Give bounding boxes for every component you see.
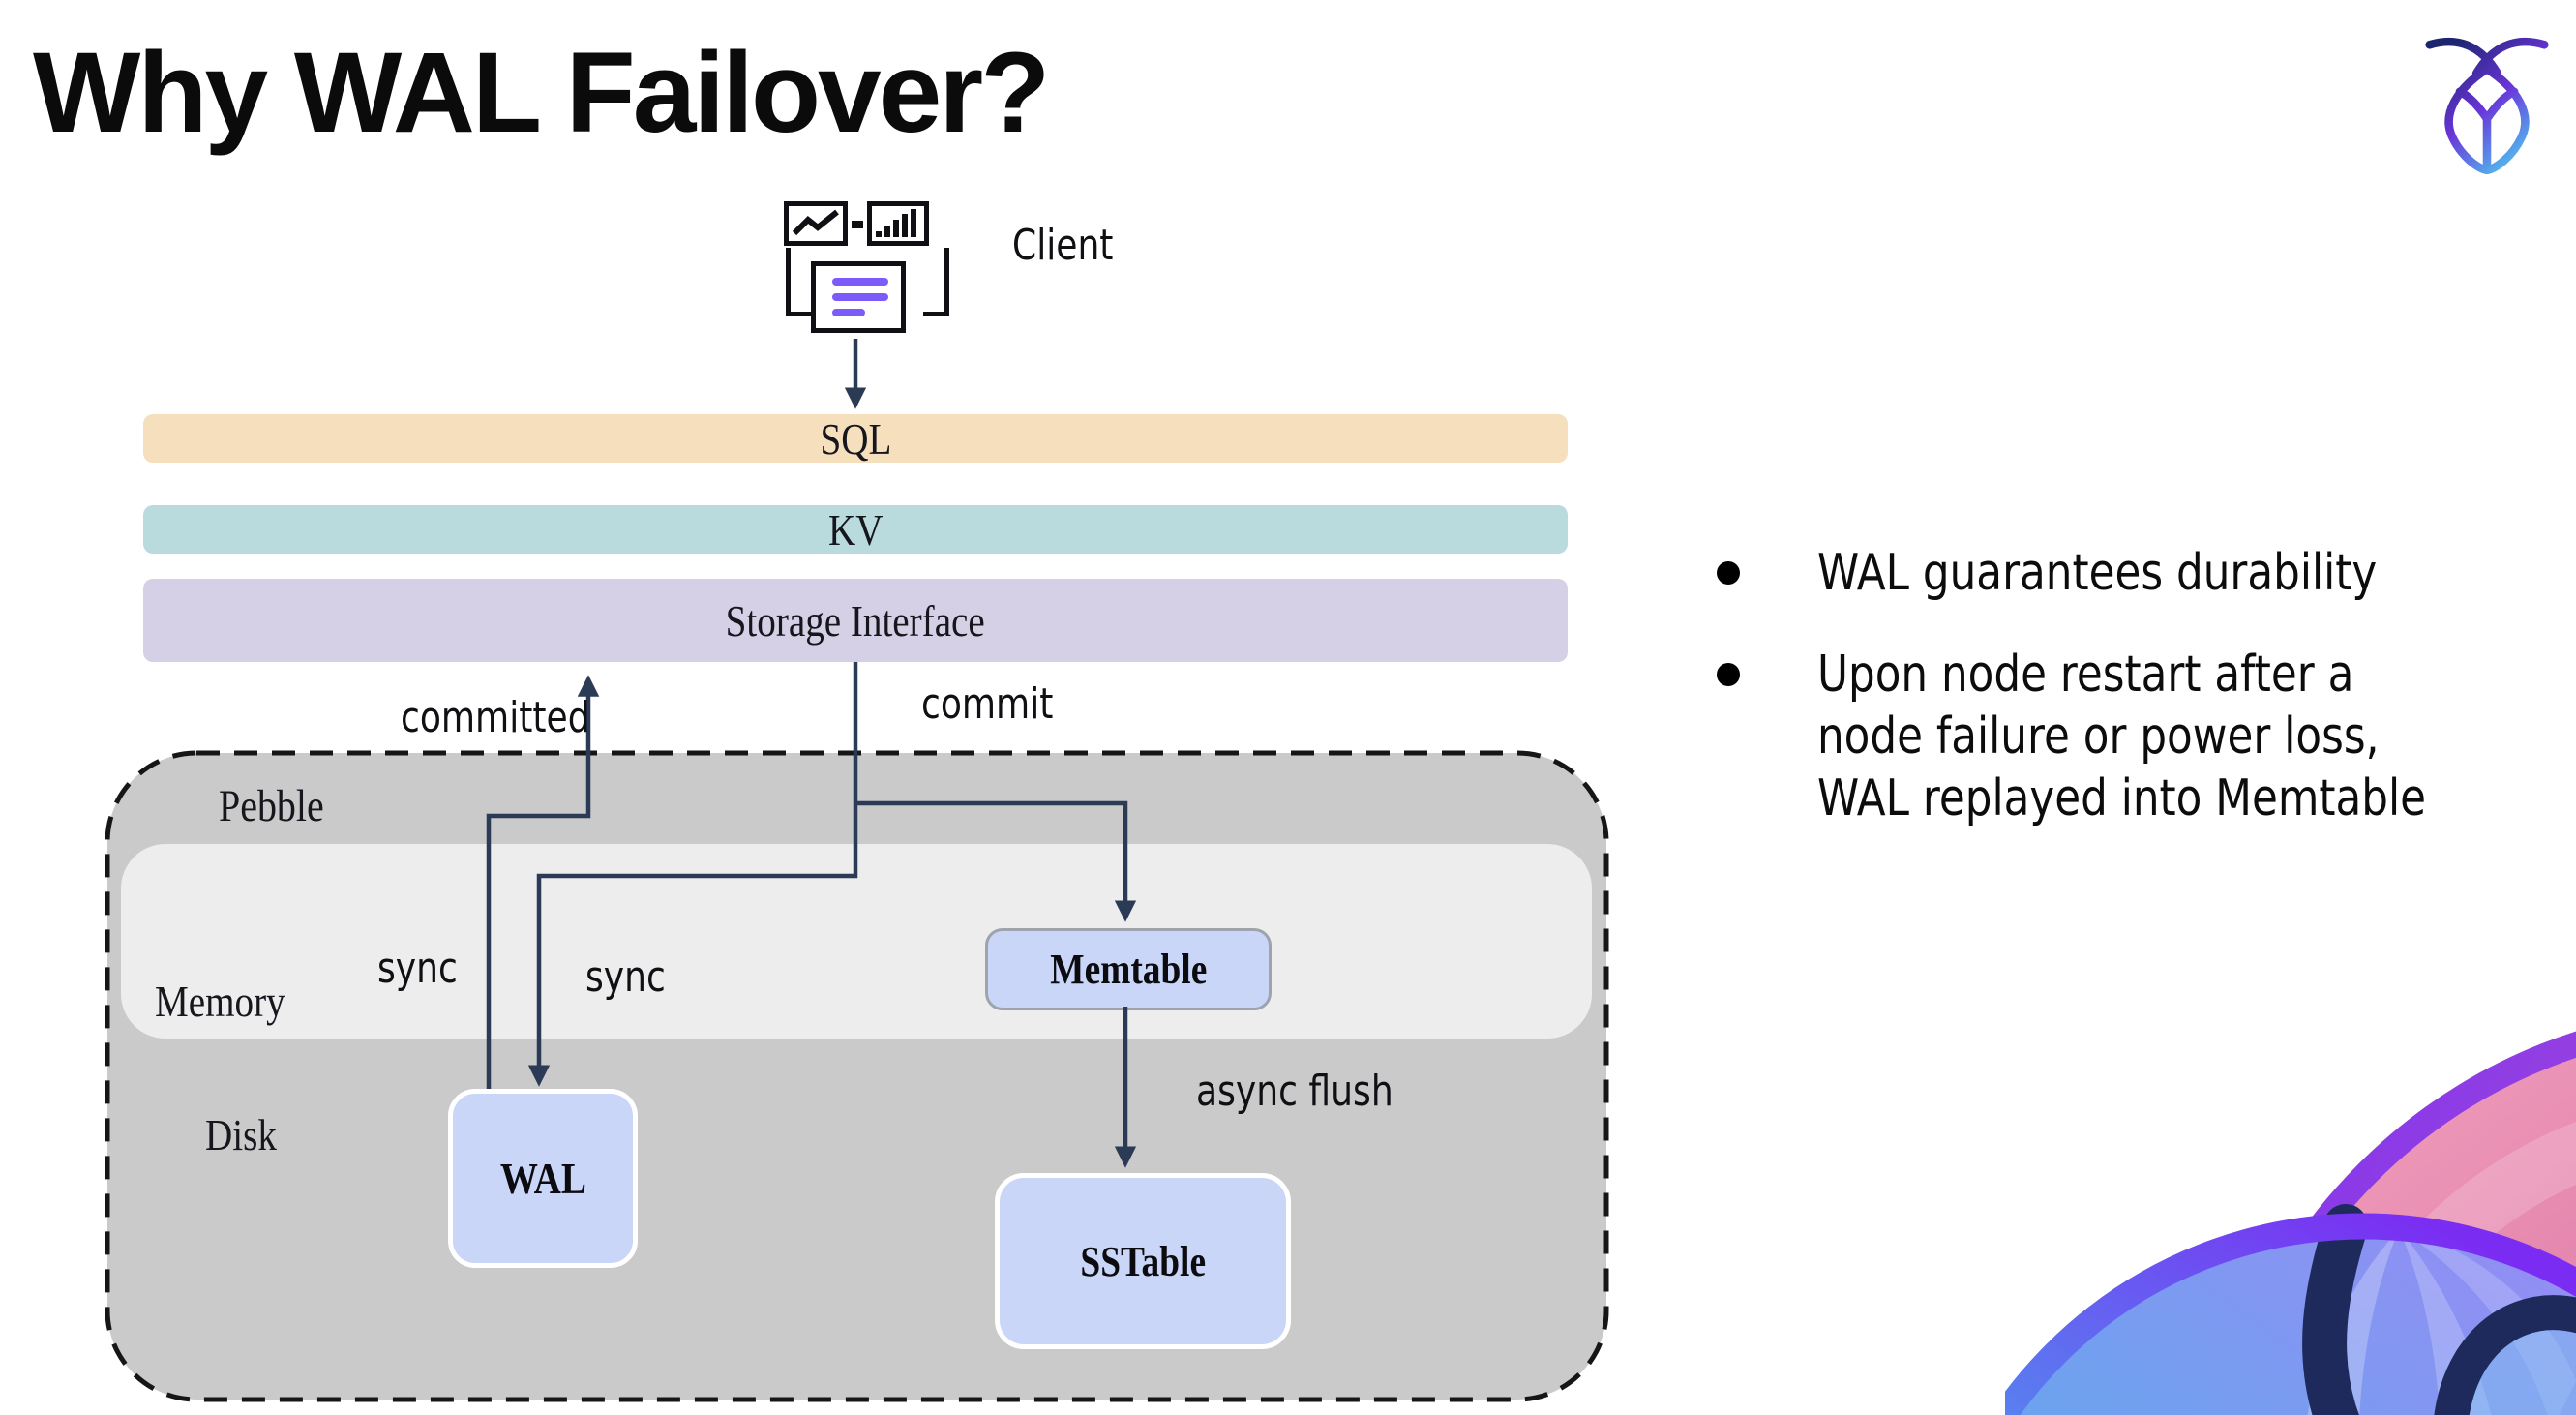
line-chart-icon bbox=[784, 201, 848, 246]
memtable-node-label: Memtable bbox=[1049, 946, 1208, 993]
cockroachdb-logo-icon bbox=[2425, 37, 2549, 175]
pink-inner-arc bbox=[2304, 1121, 2576, 1415]
memory-label: Memory bbox=[155, 977, 285, 1026]
wal-node-label: WAL bbox=[499, 1154, 586, 1203]
document-screen-icon bbox=[811, 261, 906, 333]
bullet-text: WAL guarantees durability bbox=[1817, 544, 2378, 602]
left-bracket-icon bbox=[786, 248, 812, 316]
brand-art-shapes bbox=[2005, 1031, 2576, 1415]
pink-ring bbox=[2216, 1031, 2576, 1415]
pink-circle bbox=[2230, 1044, 2576, 1415]
page-title: Why WAL Failover? bbox=[33, 29, 1050, 157]
memtable-node: Memtable bbox=[985, 928, 1272, 1010]
leaf-shape bbox=[2307, 1229, 2399, 1415]
commit-to-memtable-arrow bbox=[855, 800, 1137, 922]
bullet-item: WAL guarantees durability bbox=[1717, 542, 2572, 604]
committed-edge-label: committed bbox=[401, 693, 590, 742]
layer-kv-label: KV bbox=[827, 504, 884, 555]
committed-arrow bbox=[486, 675, 600, 1089]
dark-oval-shape bbox=[2432, 1295, 2576, 1415]
sync-right-edge-label: sync bbox=[585, 952, 666, 1002]
leaf-shape bbox=[2399, 1229, 2576, 1415]
bar-chart-icon bbox=[867, 201, 929, 246]
brand-art bbox=[2005, 1031, 2576, 1415]
doc-line bbox=[832, 278, 888, 286]
sstable-node-label: SSTable bbox=[1080, 1237, 1206, 1285]
bullet-item: Upon node restart after a node failure o… bbox=[1717, 644, 2572, 829]
layer-storage-interface-label: Storage Interface bbox=[725, 595, 986, 646]
right-bracket-icon bbox=[923, 248, 949, 316]
memory-band bbox=[121, 844, 1592, 1039]
blue-ring bbox=[2005, 1213, 2576, 1415]
dash-connector bbox=[852, 221, 863, 228]
bullet-text: Upon node restart after a node failure o… bbox=[1817, 646, 2427, 828]
sstable-node: SSTable bbox=[995, 1173, 1291, 1349]
client-label: Client bbox=[1012, 221, 1114, 270]
commit-edge-label: commit bbox=[921, 679, 1054, 729]
wal-node: WAL bbox=[448, 1089, 638, 1268]
layer-sql: SQL bbox=[143, 413, 1568, 464]
dark-band-shape bbox=[2302, 1204, 2368, 1415]
sync-left-edge-label: sync bbox=[377, 944, 458, 993]
layer-storage-interface: Storage Interface bbox=[143, 579, 1568, 662]
pebble-label: Pebble bbox=[219, 781, 324, 831]
async-flush-edge-label: async flush bbox=[1196, 1067, 1393, 1116]
disk-label: Disk bbox=[205, 1110, 277, 1159]
bullet-dot bbox=[1717, 663, 1740, 686]
client-icon bbox=[780, 197, 954, 343]
layer-kv: KV bbox=[143, 504, 1568, 555]
doc-line bbox=[832, 293, 888, 301]
blue-circle bbox=[2005, 1226, 2576, 1415]
doc-line bbox=[832, 309, 865, 316]
leaf-shape bbox=[2399, 1229, 2492, 1415]
logo-strokes bbox=[2425, 37, 2549, 175]
layer-sql-label: SQL bbox=[820, 413, 891, 464]
bullet-dot bbox=[1717, 561, 1740, 585]
